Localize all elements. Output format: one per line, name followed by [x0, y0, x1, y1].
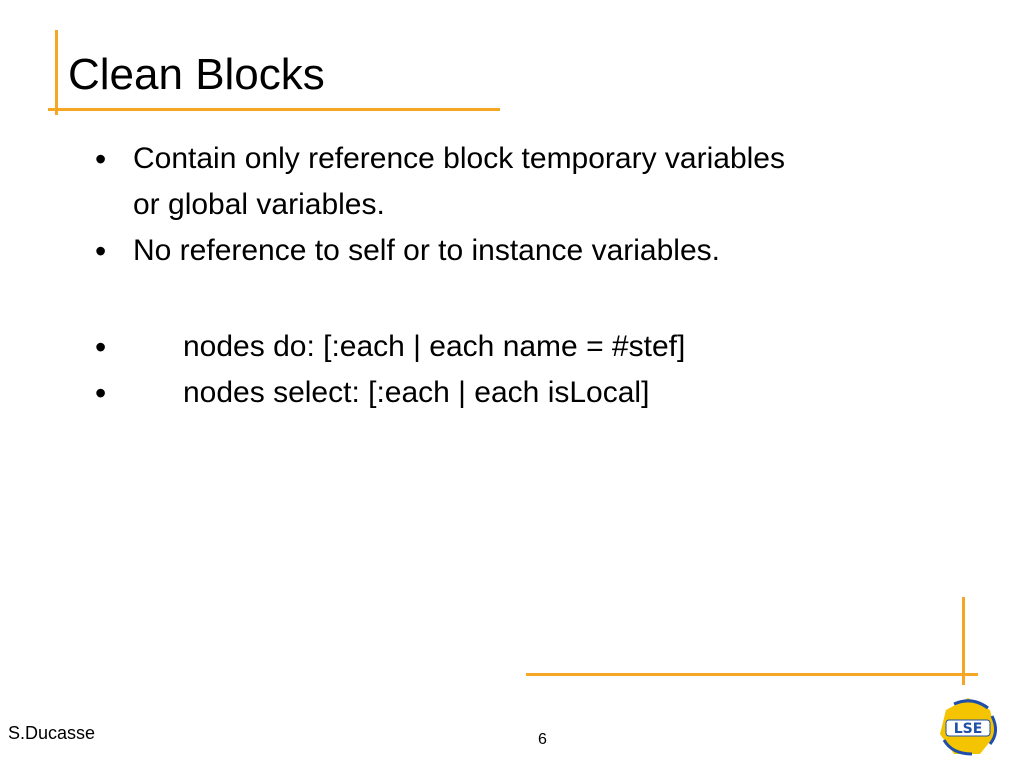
- author-name: S.Ducasse: [8, 723, 96, 743]
- code-bullet-text: nodes select: [:each | each isLocal]: [183, 376, 650, 409]
- code-bullet-text: nodes do: [:each | each name = #stef]: [183, 330, 686, 363]
- bullet-text-continued: or global variables.: [133, 188, 385, 221]
- bullet-marker: •: [95, 141, 107, 177]
- bullet-marker: •: [95, 329, 107, 365]
- title-vertical-rule: [55, 30, 58, 115]
- logo-text: LSE: [954, 721, 983, 737]
- footer-vertical-rule: [962, 597, 965, 685]
- bullet-text: Contain only reference block temporary v…: [133, 142, 785, 175]
- bullet-marker: •: [95, 233, 107, 269]
- bullet-text: No reference to self or to instance vari…: [133, 234, 720, 267]
- footer-horizontal-rule: [526, 673, 978, 676]
- title-horizontal-rule: [48, 108, 500, 111]
- slide-title: Clean Blocks: [68, 50, 325, 99]
- lse-logo-icon: LSE: [940, 698, 997, 756]
- page-number: 6: [538, 731, 547, 748]
- bullet-marker: •: [95, 375, 107, 411]
